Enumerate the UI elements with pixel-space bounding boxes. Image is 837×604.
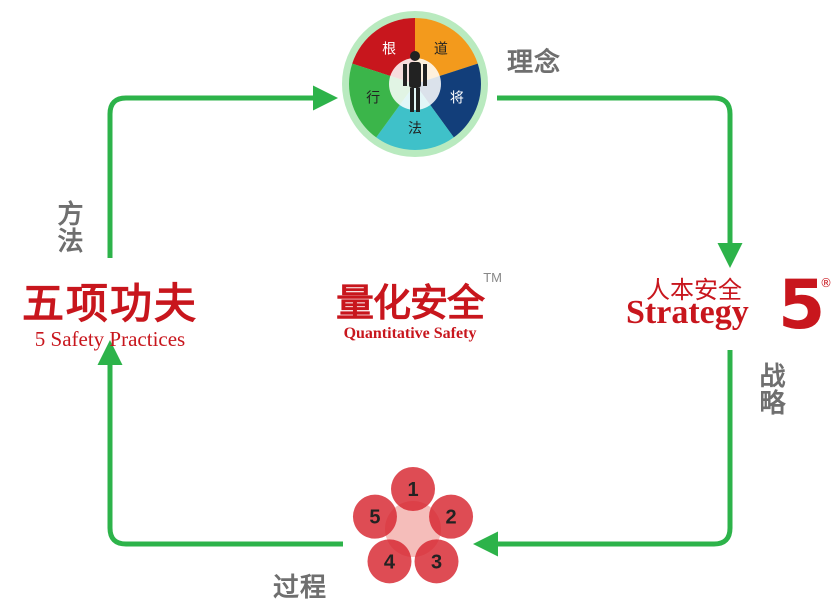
wheel-segment-label: 道 (434, 41, 448, 57)
label-strategy: 战略 (755, 362, 785, 416)
strategy-title-cn: 人本安全 (646, 276, 742, 304)
process-circle (352, 494, 397, 539)
process-flower: 1 23 45 (352, 467, 474, 584)
process-circle (414, 539, 459, 584)
arrow-practices-to-philosophy (107, 85, 338, 258)
wheel-segment-label: 法 (408, 121, 422, 137)
person-icon (403, 51, 427, 112)
process-circle (391, 467, 435, 511)
registered-mark: ® (820, 276, 832, 290)
wheel-segment-label: 行 (366, 91, 380, 107)
label-philosophy: 理念 (507, 48, 562, 78)
strategy-5-logo: 人本安全 Strategy 5 ® (626, 266, 836, 345)
wheel-segment-label: 根 (382, 41, 396, 57)
process-circle (367, 539, 412, 584)
process-circle (429, 494, 474, 539)
center-title-en: Quantitative Safety (343, 325, 477, 342)
five-element-wheel: 根 道将法 行 (342, 11, 488, 157)
arrow-strategy-to-process (473, 350, 733, 557)
wheel-segment-label: 将 (450, 91, 464, 107)
arrow-philosophy-to-strategy (497, 95, 743, 268)
process-circle-label: 1 (407, 479, 418, 501)
strategy-title-en: Strategy (626, 294, 749, 331)
label-method: 方法 (53, 200, 83, 254)
process-circle-label: 2 (445, 507, 456, 529)
center-title-cn: 量化安全 (335, 280, 485, 325)
quantitative-safety-logo: 量化安全 TM Quantitative Safety (320, 270, 502, 343)
label-process: 过程 (273, 573, 328, 603)
trademark-mark: TM (483, 270, 502, 285)
wheel-segment (376, 84, 454, 151)
process-circle-label: 5 (369, 507, 380, 529)
process-circle-label: 4 (384, 551, 396, 573)
practices-title-cn: 五项功夫 (21, 279, 198, 328)
strategy-number: 5 (778, 266, 826, 345)
process-circle-label: 3 (431, 551, 442, 573)
arrow-process-to-practices (97, 340, 343, 547)
practices-title-en: 5 Safety Practices (34, 327, 186, 351)
safety-practices-logo: 五项功夫 5 Safety Practices (10, 270, 210, 352)
